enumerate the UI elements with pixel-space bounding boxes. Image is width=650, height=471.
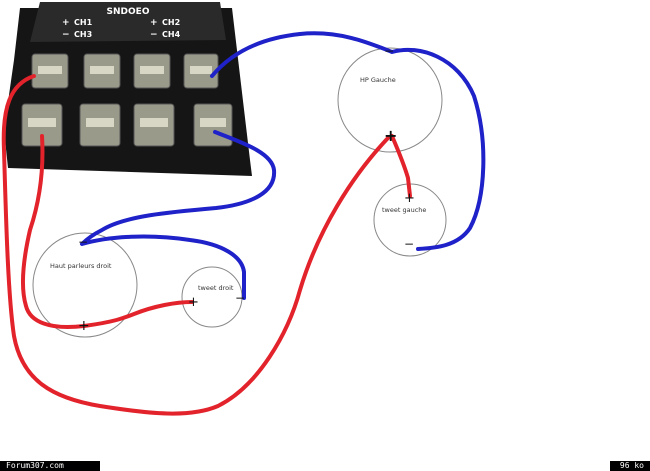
tweet-droit-plus: + bbox=[188, 295, 199, 310]
hp-gauche-plus: + bbox=[384, 126, 397, 145]
tweet-droit-label: tweet droit bbox=[198, 284, 234, 292]
wire-positive-sub-gauche bbox=[390, 134, 412, 198]
hp-gauche-speaker bbox=[337, 47, 443, 153]
hp-droit-plus: + bbox=[78, 318, 90, 334]
wire-positive-droit bbox=[21, 134, 194, 329]
sub-gauche-minus: − bbox=[404, 237, 414, 251]
sub-gauche-plus: + bbox=[404, 191, 415, 206]
hp-droit-minus: − bbox=[78, 235, 88, 249]
minus-symbol-ch3: − bbox=[62, 30, 70, 40]
tweet-droit-minus: − bbox=[235, 291, 245, 305]
minus-symbol-ch4: − bbox=[150, 30, 158, 40]
wire-positive-hp-gauche bbox=[1, 74, 390, 416]
ch2-label: CH2 bbox=[162, 18, 180, 27]
ch3-label: CH3 bbox=[74, 30, 92, 39]
plus-symbol-ch2: + bbox=[150, 18, 158, 28]
wire-negative-droit bbox=[80, 130, 277, 300]
footer-file-size: 96 ko bbox=[610, 461, 650, 471]
ch4-label: CH4 bbox=[162, 30, 181, 39]
hp-droit-label: Haut parleurs droit bbox=[50, 262, 112, 270]
wire-negative-hp-gauche bbox=[210, 31, 486, 251]
hp-droit-speaker bbox=[32, 232, 138, 338]
sub-gauche-label: tweet gauche bbox=[382, 206, 426, 214]
hp-gauche-label: HP Gauche bbox=[360, 76, 396, 84]
ch1-label: CH1 bbox=[74, 18, 93, 27]
hp-gauche-minus: − bbox=[384, 44, 394, 58]
footer-site-watermark: Forum307.com bbox=[0, 461, 100, 471]
terminal-header-label: SNDOEO bbox=[107, 7, 150, 17]
plus-symbol-ch1: + bbox=[62, 18, 70, 28]
